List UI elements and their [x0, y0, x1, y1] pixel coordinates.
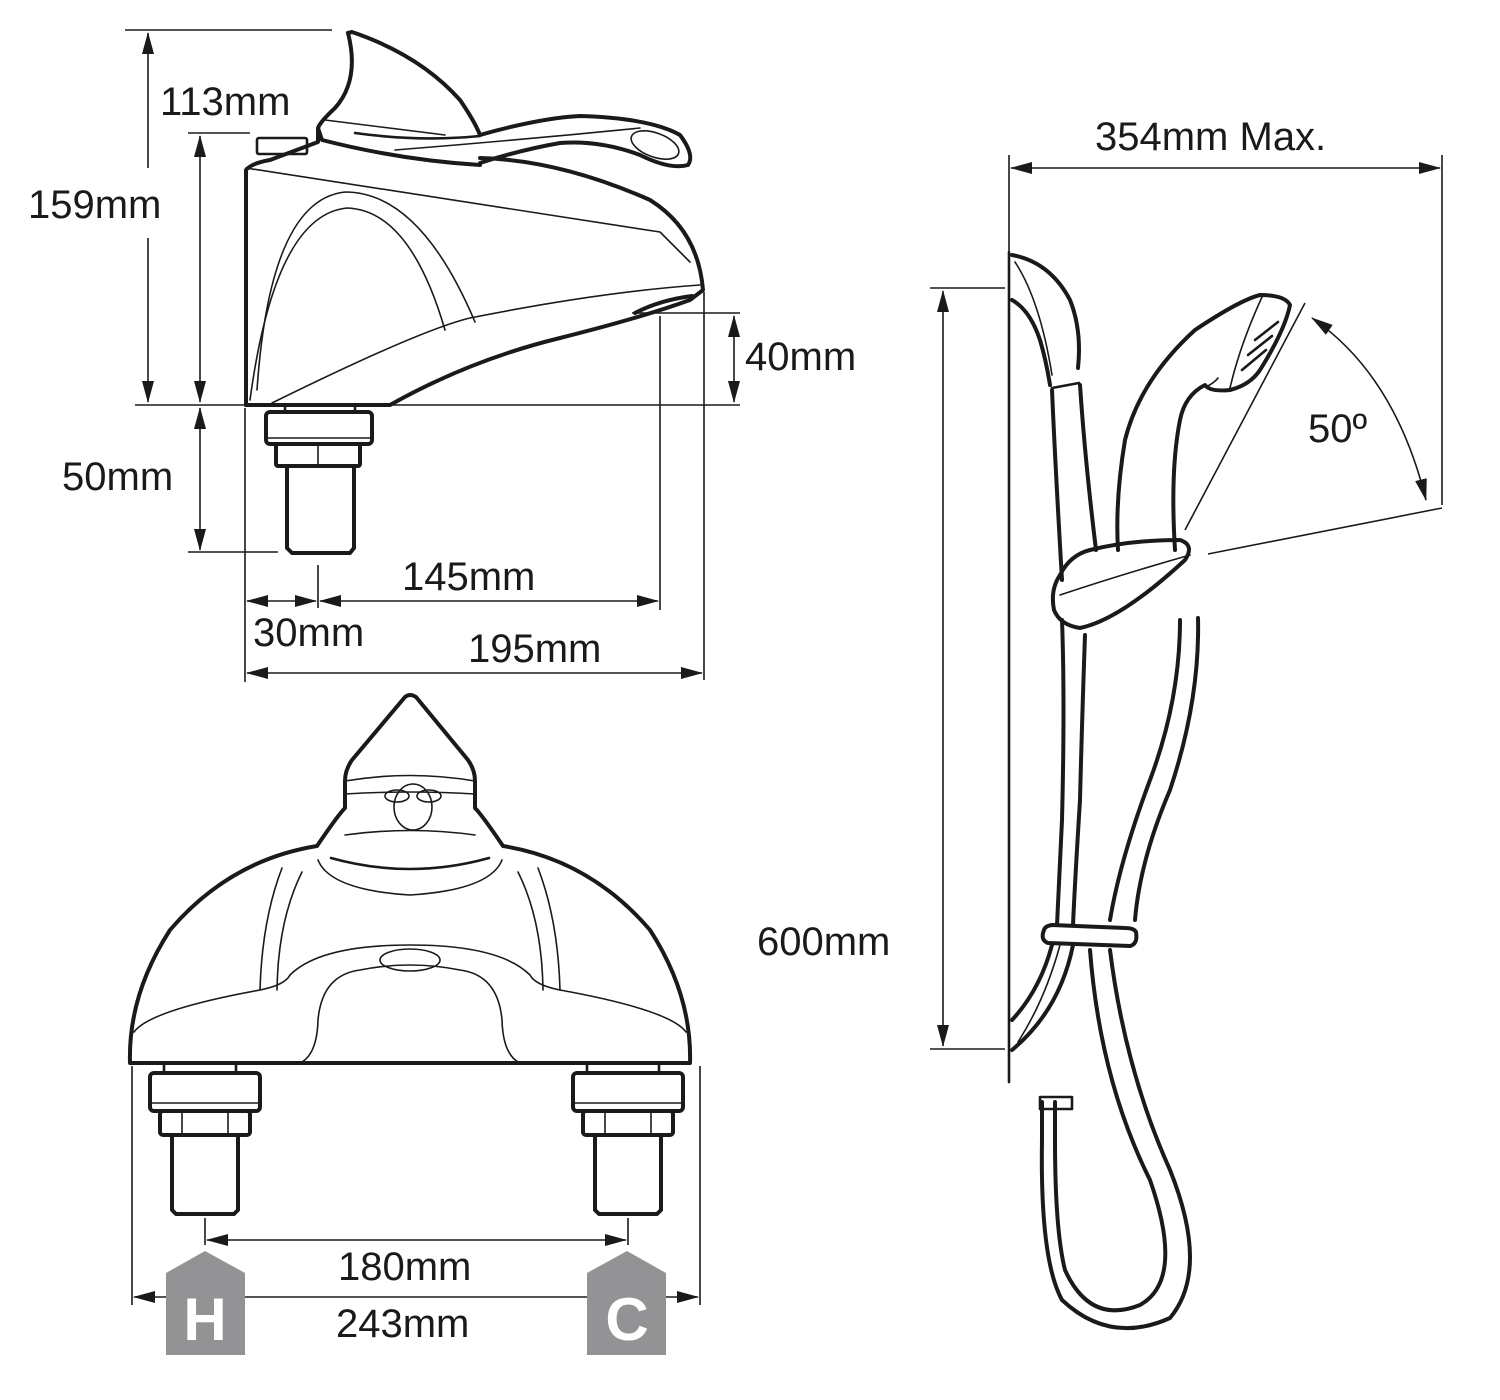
dim-tail-length: 50mm: [62, 455, 173, 499]
shower-handset: [1115, 293, 1292, 552]
side-dimension-lines: [125, 29, 740, 682]
lever-handle: [316, 30, 693, 169]
dim-tail-offset: 30mm: [253, 611, 364, 655]
dim-overall-width: 243mm: [336, 1302, 469, 1346]
tail-connector-hot: [148, 1063, 262, 1216]
cold-badge: C: [587, 1251, 666, 1355]
tap-body-side: [244, 128, 705, 407]
hot-badge-letter: H: [183, 1286, 226, 1353]
dim-body-height: 159mm: [28, 183, 161, 227]
front-view-drawing: H C 180mm 243mm: [127, 693, 701, 1355]
cold-badge-letter: C: [605, 1286, 648, 1353]
dim-spout-reach: 145mm: [402, 555, 535, 599]
hot-badge: H: [166, 1251, 245, 1355]
side-view-drawing: 113mm 159mm 40mm 50mm 145mm 30mm 195mm: [28, 29, 856, 682]
dim-overall-depth: 195mm: [468, 627, 601, 671]
slider-bracket: [1050, 538, 1191, 630]
dim-centres: 180mm: [338, 1245, 471, 1289]
hot-badge-shape: [166, 1251, 245, 1355]
riser-rail: [1010, 253, 1098, 1052]
dim-handset-angle: 50º: [1308, 407, 1367, 451]
dim-max-width: 354mm Max.: [1095, 115, 1326, 159]
hose-retaining-ring: [1040, 923, 1139, 948]
dim-spout-height: 40mm: [745, 335, 856, 379]
tail-connector-side: [264, 404, 374, 555]
tail-connector-cold: [571, 1063, 685, 1216]
tap-body-front: [127, 693, 693, 1065]
dim-handle-height: 113mm: [160, 80, 290, 124]
dim-rail-length: 600mm: [757, 920, 890, 964]
cold-badge-shape: [587, 1251, 666, 1355]
shower-dimension-lines: [930, 155, 1443, 1050]
shower-hose: [1038, 616, 1201, 1331]
shower-kit-drawing: 354mm Max. 600mm 50º: [757, 115, 1443, 1331]
